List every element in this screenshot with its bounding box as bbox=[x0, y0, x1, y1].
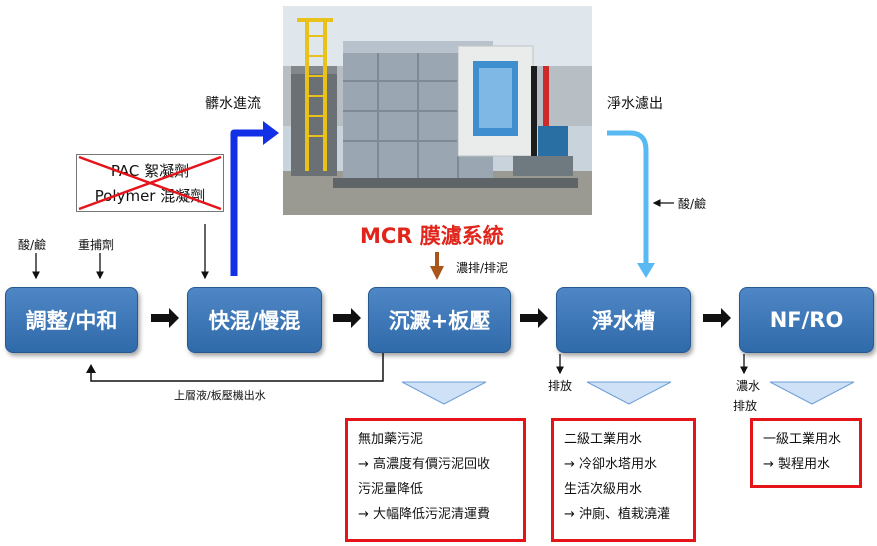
process-adjust-neutralize: 調整/中和 bbox=[5, 287, 138, 353]
result-box-sludge: 無加藥污泥 → 高濃度有價污泥回收 污泥量降低 → 大幅降低污泥清運費 bbox=[345, 418, 526, 542]
removed-chemicals-box: PAC 絮凝劑 Polymer 混凝劑 bbox=[76, 154, 224, 212]
mcr-equipment-photo bbox=[283, 6, 592, 215]
result-line: 無加藥污泥 bbox=[358, 432, 424, 447]
result-line: → 大幅降低污泥清運費 bbox=[358, 507, 491, 522]
result-line: → 高濃度有價污泥回收 bbox=[358, 457, 491, 472]
result-line: → 沖廁、植栽澆灌 bbox=[564, 507, 671, 522]
result-line: 一級工業用水 bbox=[763, 432, 842, 447]
cross-out-mark bbox=[78, 155, 222, 211]
chem-heavy-metal: 重捕劑 bbox=[78, 238, 115, 252]
inflow-label: 髒水進流 bbox=[205, 96, 261, 112]
discharge-label-2b: 排放 bbox=[733, 399, 758, 413]
result-box-primary-water: 一級工業用水 → 製程用水 bbox=[750, 418, 862, 488]
discharge-label-2a: 濃水 bbox=[736, 379, 761, 393]
process-sedimentation-press: 沉澱+板壓 bbox=[368, 287, 511, 353]
chem-acid-base-1: 酸/鹼 bbox=[18, 238, 47, 252]
result-line: 污泥量降低 bbox=[358, 482, 424, 497]
sludge-label: 濃排/排泥 bbox=[456, 261, 509, 275]
discharge-label-1: 排放 bbox=[548, 379, 573, 393]
return-label: 上層液/板壓機出水 bbox=[174, 389, 266, 402]
result-line: → 製程用水 bbox=[763, 457, 831, 472]
process-nf-ro: NF/RO bbox=[739, 287, 874, 353]
result-line: 二級工業用水 bbox=[564, 432, 643, 447]
result-line: 生活次級用水 bbox=[564, 482, 643, 497]
process-mixing: 快混/慢混 bbox=[187, 287, 322, 353]
polymer-label: Polymer 混凝劑 bbox=[94, 187, 206, 205]
chem-acid-base-2: 酸/鹼 bbox=[678, 197, 707, 211]
system-title: MCR 膜濾系統 bbox=[360, 224, 504, 248]
result-line: → 冷卻水塔用水 bbox=[564, 457, 658, 472]
process-clean-water-tank: 淨水槽 bbox=[556, 287, 691, 353]
outflow-label: 淨水濾出 bbox=[607, 96, 663, 112]
result-box-secondary-water: 二級工業用水 → 冷卻水塔用水 生活次級用水 → 沖廁、植栽澆灌 bbox=[551, 418, 696, 542]
